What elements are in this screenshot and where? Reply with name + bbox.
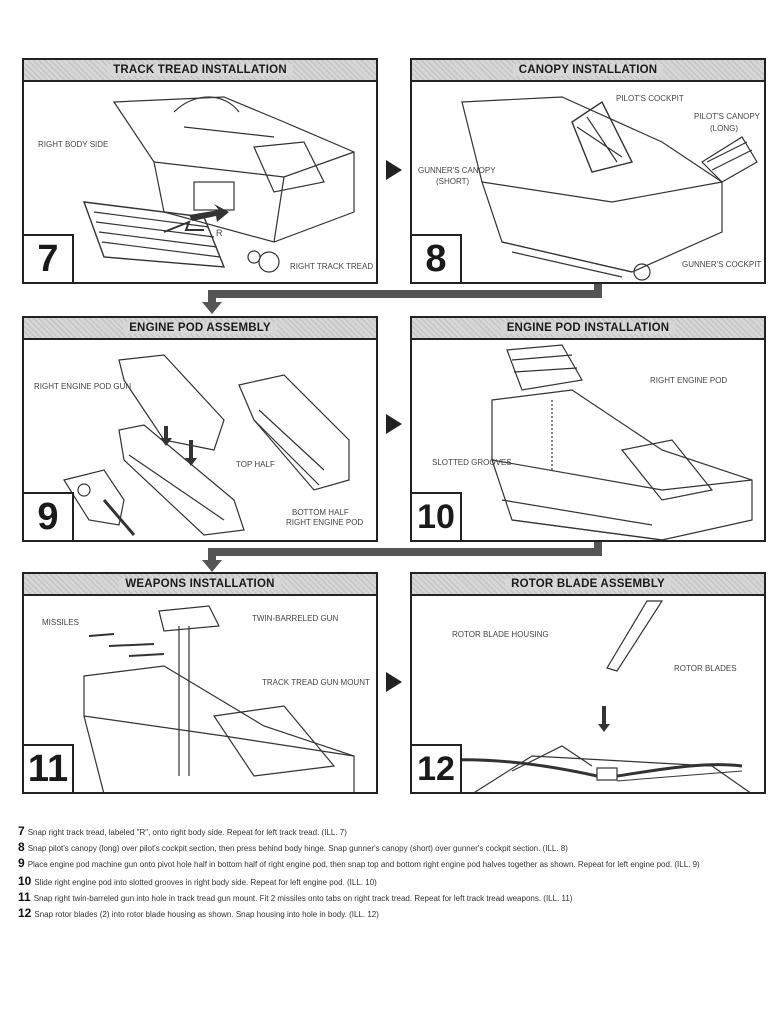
- label-r: R: [216, 228, 223, 238]
- panel-title: ENGINE POD ASSEMBLY: [123, 322, 277, 334]
- illustration-canopy: [461, 96, 758, 281]
- label-gunners-canopy: GUNNER'S CANOPY: [418, 166, 496, 175]
- label-right-engine-pod: RIGHT ENGINE POD: [286, 518, 364, 527]
- arrow-right-icon: [386, 160, 402, 180]
- panel-title: ROTOR BLADE ASSEMBLY: [505, 578, 671, 590]
- step-number: 9: [24, 492, 74, 540]
- illustration-weapons: [83, 605, 355, 792]
- label-pilots-canopy: PILOT'S CANOPY: [694, 112, 760, 121]
- panel-step-10: ENGINE POD INSTALLATION RIGHT ENGINE POD…: [410, 316, 766, 542]
- panel-title: WEAPONS INSTALLATION: [119, 578, 281, 590]
- step-number: 10: [412, 492, 462, 540]
- panel-title: TRACK TREAD INSTALLATION: [107, 64, 293, 76]
- step-number: 12: [412, 744, 462, 792]
- panel-step-9: ENGINE POD ASSEMBLY RIGHT ENGINE POD GUN…: [22, 316, 378, 542]
- label-twin-barreled-gun: TWIN-BARRELED GUN: [252, 614, 339, 623]
- step-number: 8: [412, 234, 462, 282]
- label-bottom-half: BOTTOM HALF: [292, 508, 349, 517]
- arrow-right-icon: [386, 414, 402, 434]
- illustration-engine-pod: [63, 354, 350, 536]
- panel-step-12: ROTOR BLADE ASSEMBLY ROTOR BLADE HOUSING…: [410, 572, 766, 794]
- label-rotor-blades: ROTOR BLADES: [674, 664, 737, 673]
- illustration-track-tread: [82, 96, 355, 273]
- label-track-tread-gun-mount: TRACK TREAD GUN MOUNT: [262, 678, 370, 687]
- panel-step-7: TRACK TREAD INSTALLATION RIGHT BODY SIDE…: [22, 58, 378, 284]
- return-arrow-icon: [202, 284, 602, 314]
- step-number: 11: [24, 744, 74, 792]
- label-gunners-canopy-short: (SHORT): [436, 177, 470, 186]
- arrow-right-icon: [386, 672, 402, 692]
- illustration-engine-pod-installation: [491, 344, 753, 540]
- label-top-half: TOP HALF: [236, 460, 275, 469]
- label-rotor-blade-housing: ROTOR BLADE HOUSING: [452, 630, 549, 639]
- panel-title: ENGINE POD INSTALLATION: [500, 322, 676, 334]
- label-gunners-cockpit: GUNNER'S COCKPIT: [682, 260, 762, 269]
- return-arrow-icon: [202, 542, 602, 572]
- panel-step-11: WEAPONS INSTALLATION MISSILES TWIN-BARRE…: [22, 572, 378, 794]
- panel-title: CANOPY INSTALLATION: [512, 64, 664, 76]
- label-pilots-canopy-long: (LONG): [710, 124, 738, 133]
- illustration-rotor-blades: [431, 600, 751, 792]
- label-right-engine-pod: RIGHT ENGINE POD: [650, 376, 728, 385]
- label-missiles: MISSILES: [42, 618, 79, 627]
- step-number: 7: [24, 234, 74, 282]
- panel-step-8: CANOPY INSTALLATION PILOT'S COCKPIT PILO…: [410, 58, 766, 284]
- label-slotted-grooves: SLOTTED GROOVES: [432, 458, 512, 467]
- label-right-track-tread: RIGHT TRACK TREAD: [290, 262, 374, 271]
- label-pilots-cockpit: PILOT'S COCKPIT: [616, 94, 684, 103]
- label-right-engine-pod-gun: RIGHT ENGINE POD GUN: [34, 382, 132, 391]
- label-right-body-side: RIGHT BODY SIDE: [38, 140, 109, 149]
